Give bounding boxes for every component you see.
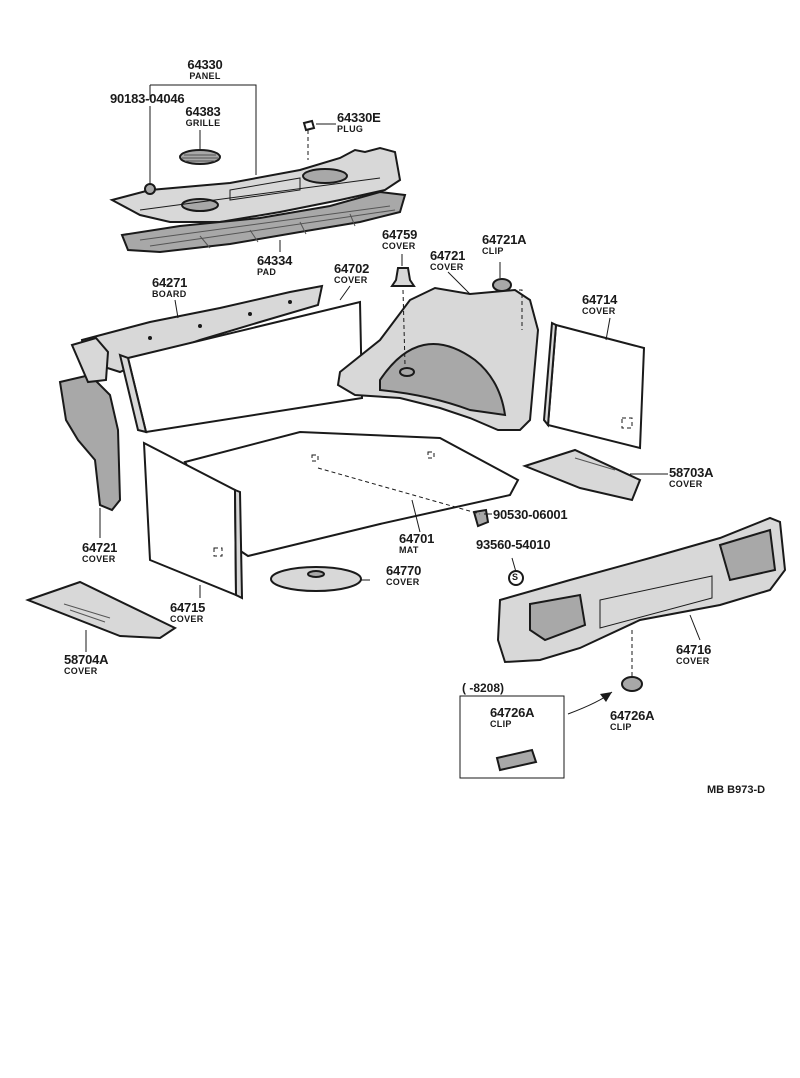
part-name: CLIP	[482, 246, 504, 256]
part-name: CLIP	[610, 722, 632, 732]
part-label-64383: 64383 GRILLE	[178, 105, 228, 128]
part-name: COVER	[676, 656, 710, 666]
part-name: PLUG	[337, 124, 364, 134]
part-name: PAD	[257, 267, 277, 277]
panel-64330-shape	[109, 146, 402, 223]
part-label-64770: 64770 COVER	[386, 564, 421, 587]
part-label-64701: 64701 MAT	[399, 532, 434, 555]
part-label-93560: 93560-54010	[476, 537, 551, 552]
cover-64714-shape	[542, 321, 646, 450]
cover-58703a-shape	[522, 448, 642, 502]
drawing-code: MB B973-D	[707, 784, 766, 796]
grille-64383-shape	[179, 149, 221, 165]
cover-58704a-shape	[25, 580, 178, 640]
inset-box-shape	[459, 695, 565, 779]
part-label-64271: 64271 BOARD	[152, 276, 187, 299]
part-label-64714: 64714 COVER	[582, 293, 617, 316]
part-number: 58704A	[64, 652, 109, 667]
plug-64330e-shape	[302, 119, 316, 132]
part-number: 64759	[382, 227, 418, 242]
part-name: COVER	[669, 479, 703, 489]
clip-64726a-right-shape	[621, 676, 643, 692]
part-label-64759: 64759 COVER	[382, 228, 417, 251]
part-name: MAT	[399, 545, 419, 555]
part-name: COVER	[334, 275, 368, 285]
part-name: COVER	[64, 666, 98, 676]
inset-range: ( -8208)	[462, 681, 505, 695]
part-number: 58703A	[669, 465, 714, 480]
cover-64721-right-shape	[336, 286, 540, 431]
part-name: CLIP	[490, 719, 512, 729]
cover-64716-shape	[496, 516, 787, 664]
bolt-90183-shape	[144, 183, 156, 195]
clip-64721a-shape	[492, 278, 512, 292]
part-number: 64701	[399, 531, 435, 546]
part-label-64716: 64716 COVER	[676, 643, 711, 666]
part-label-64330: 64330 PANEL	[180, 58, 230, 81]
part-label-64721-top: 64721 COVER	[430, 249, 465, 272]
part-number: 64330E	[337, 110, 381, 125]
part-label-64721a: 64721A CLIP	[482, 232, 527, 256]
part-name: COVER	[582, 306, 616, 316]
part-label-64726a-right: 64726A CLIP	[610, 708, 655, 732]
inset-arrowhead	[600, 692, 612, 702]
part-name: GRILLE	[185, 118, 221, 128]
cover-64721-left-shape	[58, 336, 122, 512]
part-number: 64721	[430, 248, 466, 263]
s-mark: S	[512, 572, 519, 582]
part-number: 90183-04046	[110, 91, 185, 106]
pad-64334-shape	[120, 190, 407, 254]
part-number: 64330	[187, 57, 223, 72]
cover-64702-shape	[118, 300, 364, 434]
part-name: COVER	[430, 262, 464, 272]
part-name: BOARD	[152, 289, 187, 299]
part-number: 93560-54010	[476, 537, 551, 552]
cover-64759-shape	[390, 267, 416, 287]
part-label-64721-left: 64721 COVER	[82, 541, 117, 564]
part-number: 64271	[152, 275, 188, 290]
part-label-64726a-inset: 64726A CLIP	[490, 705, 535, 729]
cover-64715-shape	[142, 441, 244, 600]
part-number: 64726A	[610, 708, 655, 723]
part-label-58703a: 58703A COVER	[669, 465, 714, 489]
part-number: 64714	[582, 292, 618, 307]
part-label-90530: 90530-06001	[493, 507, 568, 522]
part-name: COVER	[382, 241, 416, 251]
part-label-64702: 64702 COVER	[334, 262, 369, 285]
part-label-64715: 64715 COVER	[170, 601, 205, 624]
part-number: 64334	[257, 253, 293, 268]
part-number: 64770	[386, 563, 422, 578]
part-name: COVER	[386, 577, 420, 587]
leader-lines	[85, 84, 701, 676]
part-name: COVER	[82, 554, 116, 564]
part-number: 64716	[676, 642, 712, 657]
part-label-58704a: 58704A COVER	[64, 652, 109, 676]
part-number: 64721A	[482, 232, 527, 247]
part-number: 64383	[185, 104, 221, 119]
part-name: PANEL	[189, 71, 221, 81]
part-label-64334: 64334 PAD	[257, 254, 292, 277]
part-number: 64715	[170, 600, 206, 615]
part-label-90183: 90183-04046	[110, 91, 185, 106]
part-number: 64726A	[490, 705, 535, 720]
part-label-64330e: 64330E PLUG	[337, 111, 381, 134]
cover-64770-shape	[270, 566, 362, 592]
part-number: 64702	[334, 261, 370, 276]
part-number: 64721	[82, 540, 118, 555]
part-number: 90530-06001	[493, 507, 568, 522]
part-name: COVER	[170, 614, 204, 624]
